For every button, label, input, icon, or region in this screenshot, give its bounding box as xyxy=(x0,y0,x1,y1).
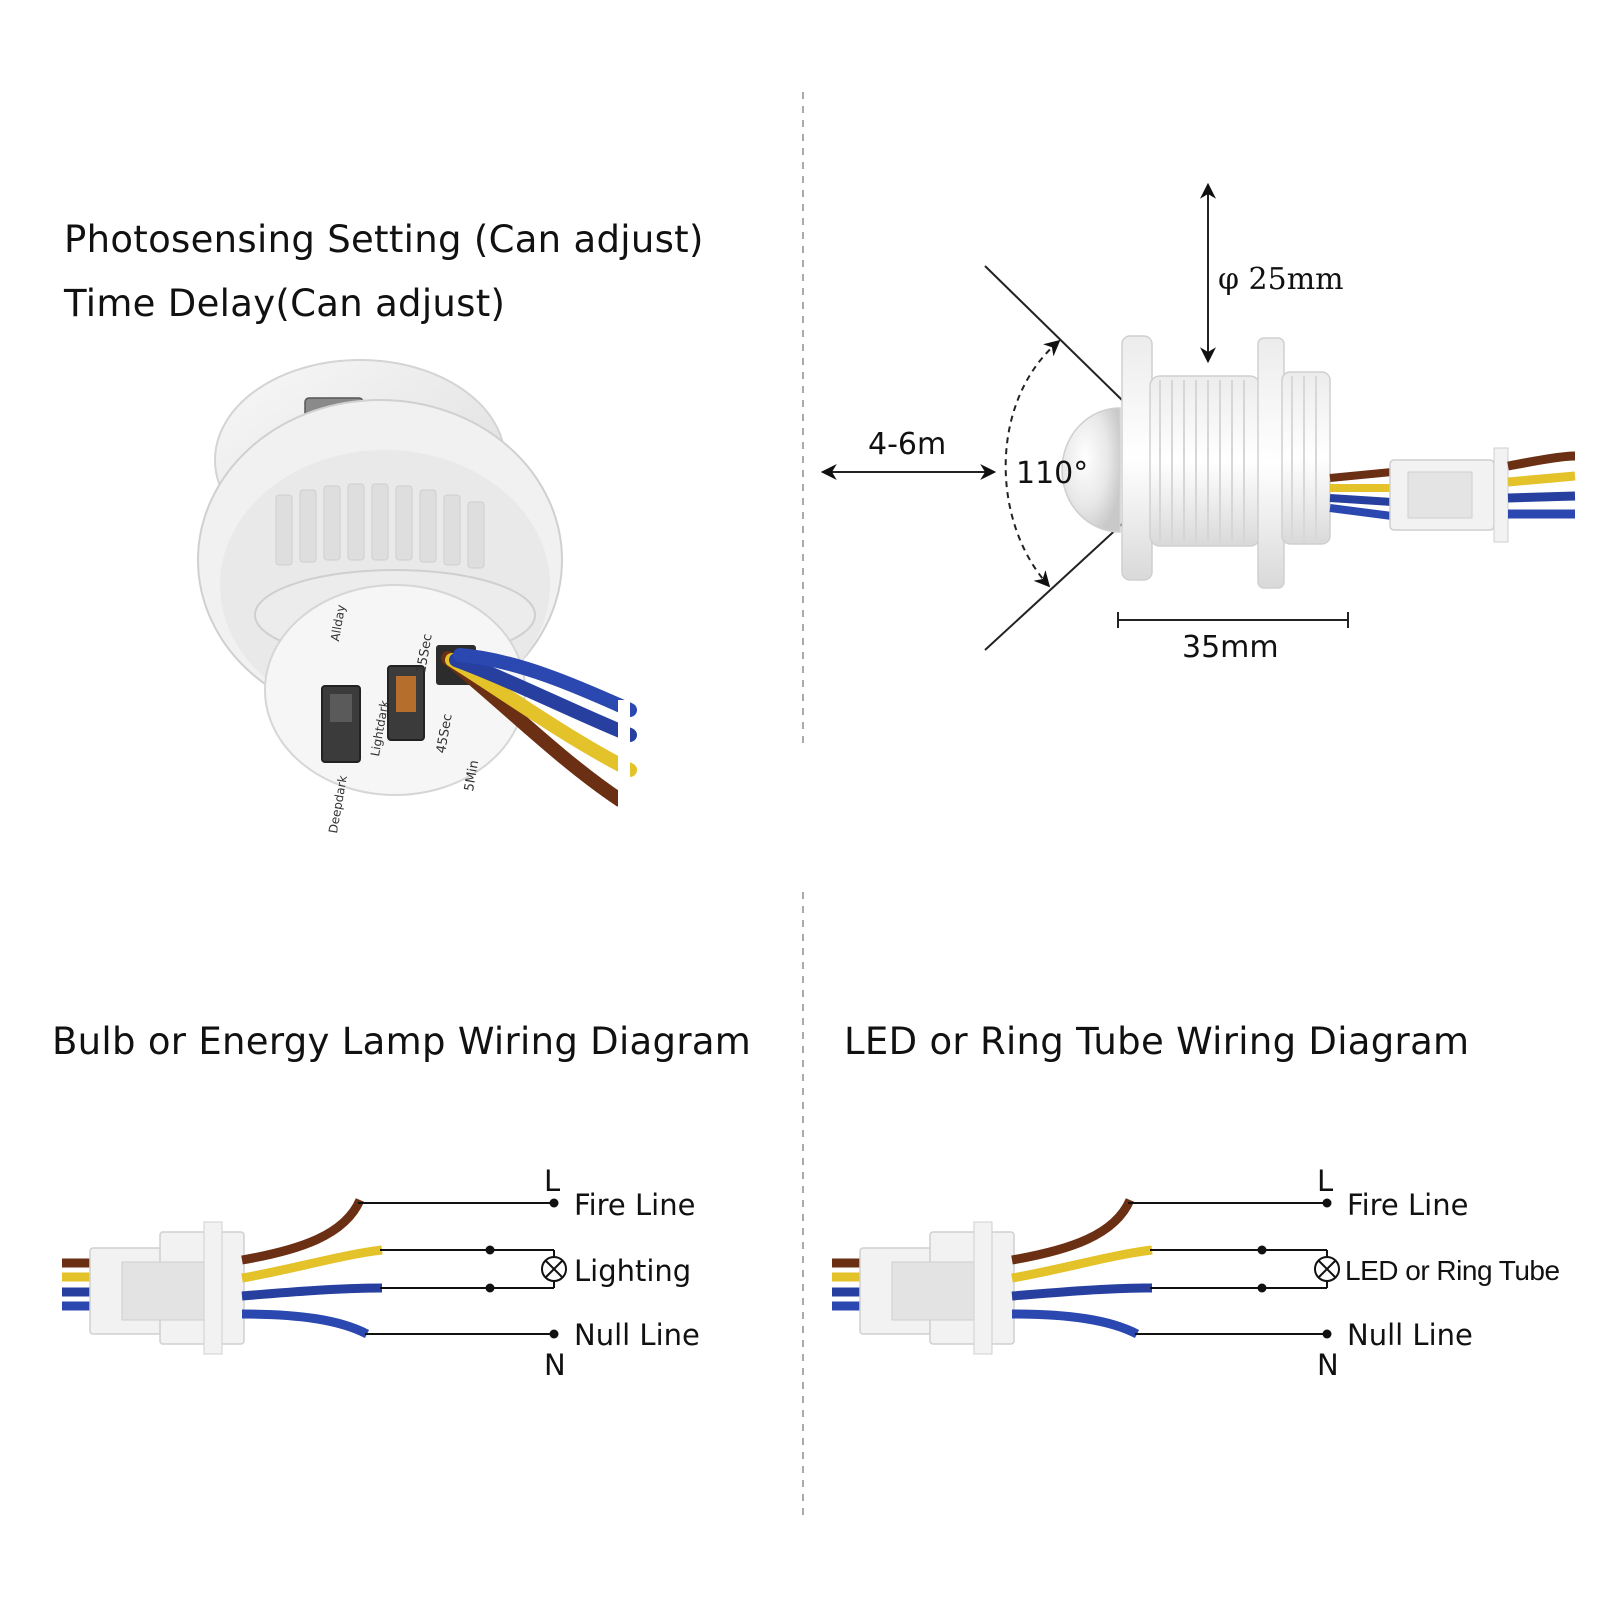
N-label: N xyxy=(544,1348,566,1382)
L-label: L xyxy=(544,1164,561,1198)
N-label: N xyxy=(1317,1348,1339,1382)
diameter-label: φ 25mm xyxy=(1218,262,1344,297)
led-ring-tube-label: LED or Ring Tube xyxy=(1345,1255,1560,1286)
fire-line-label: Fire Line xyxy=(574,1188,696,1222)
fire-line-label: Fire Line xyxy=(1347,1188,1469,1222)
null-line-label: Null Line xyxy=(574,1318,700,1352)
photosensing-heading: Photosensing Setting (Can adjust) xyxy=(64,218,704,261)
wiring-diagram-bulb xyxy=(62,1198,567,1355)
null-line-label: Null Line xyxy=(1347,1318,1473,1352)
time-delay-heading: Time Delay(Can adjust) xyxy=(64,282,506,325)
sensor-rear-illustration xyxy=(197,359,637,810)
lighting-label: Lighting xyxy=(574,1254,692,1288)
angle-label: 110° xyxy=(1016,456,1089,491)
length-label: 35mm xyxy=(1182,630,1279,665)
L-label: L xyxy=(1317,1164,1334,1198)
wiring-diagram-led xyxy=(832,1198,1340,1355)
bulb-diagram-title: Bulb or Energy Lamp Wiring Diagram xyxy=(52,1020,752,1063)
dimension-drawing xyxy=(820,182,1576,651)
led-diagram-title: LED or Ring Tube Wiring Diagram xyxy=(844,1020,1470,1063)
range-label: 4-6m xyxy=(868,427,947,462)
